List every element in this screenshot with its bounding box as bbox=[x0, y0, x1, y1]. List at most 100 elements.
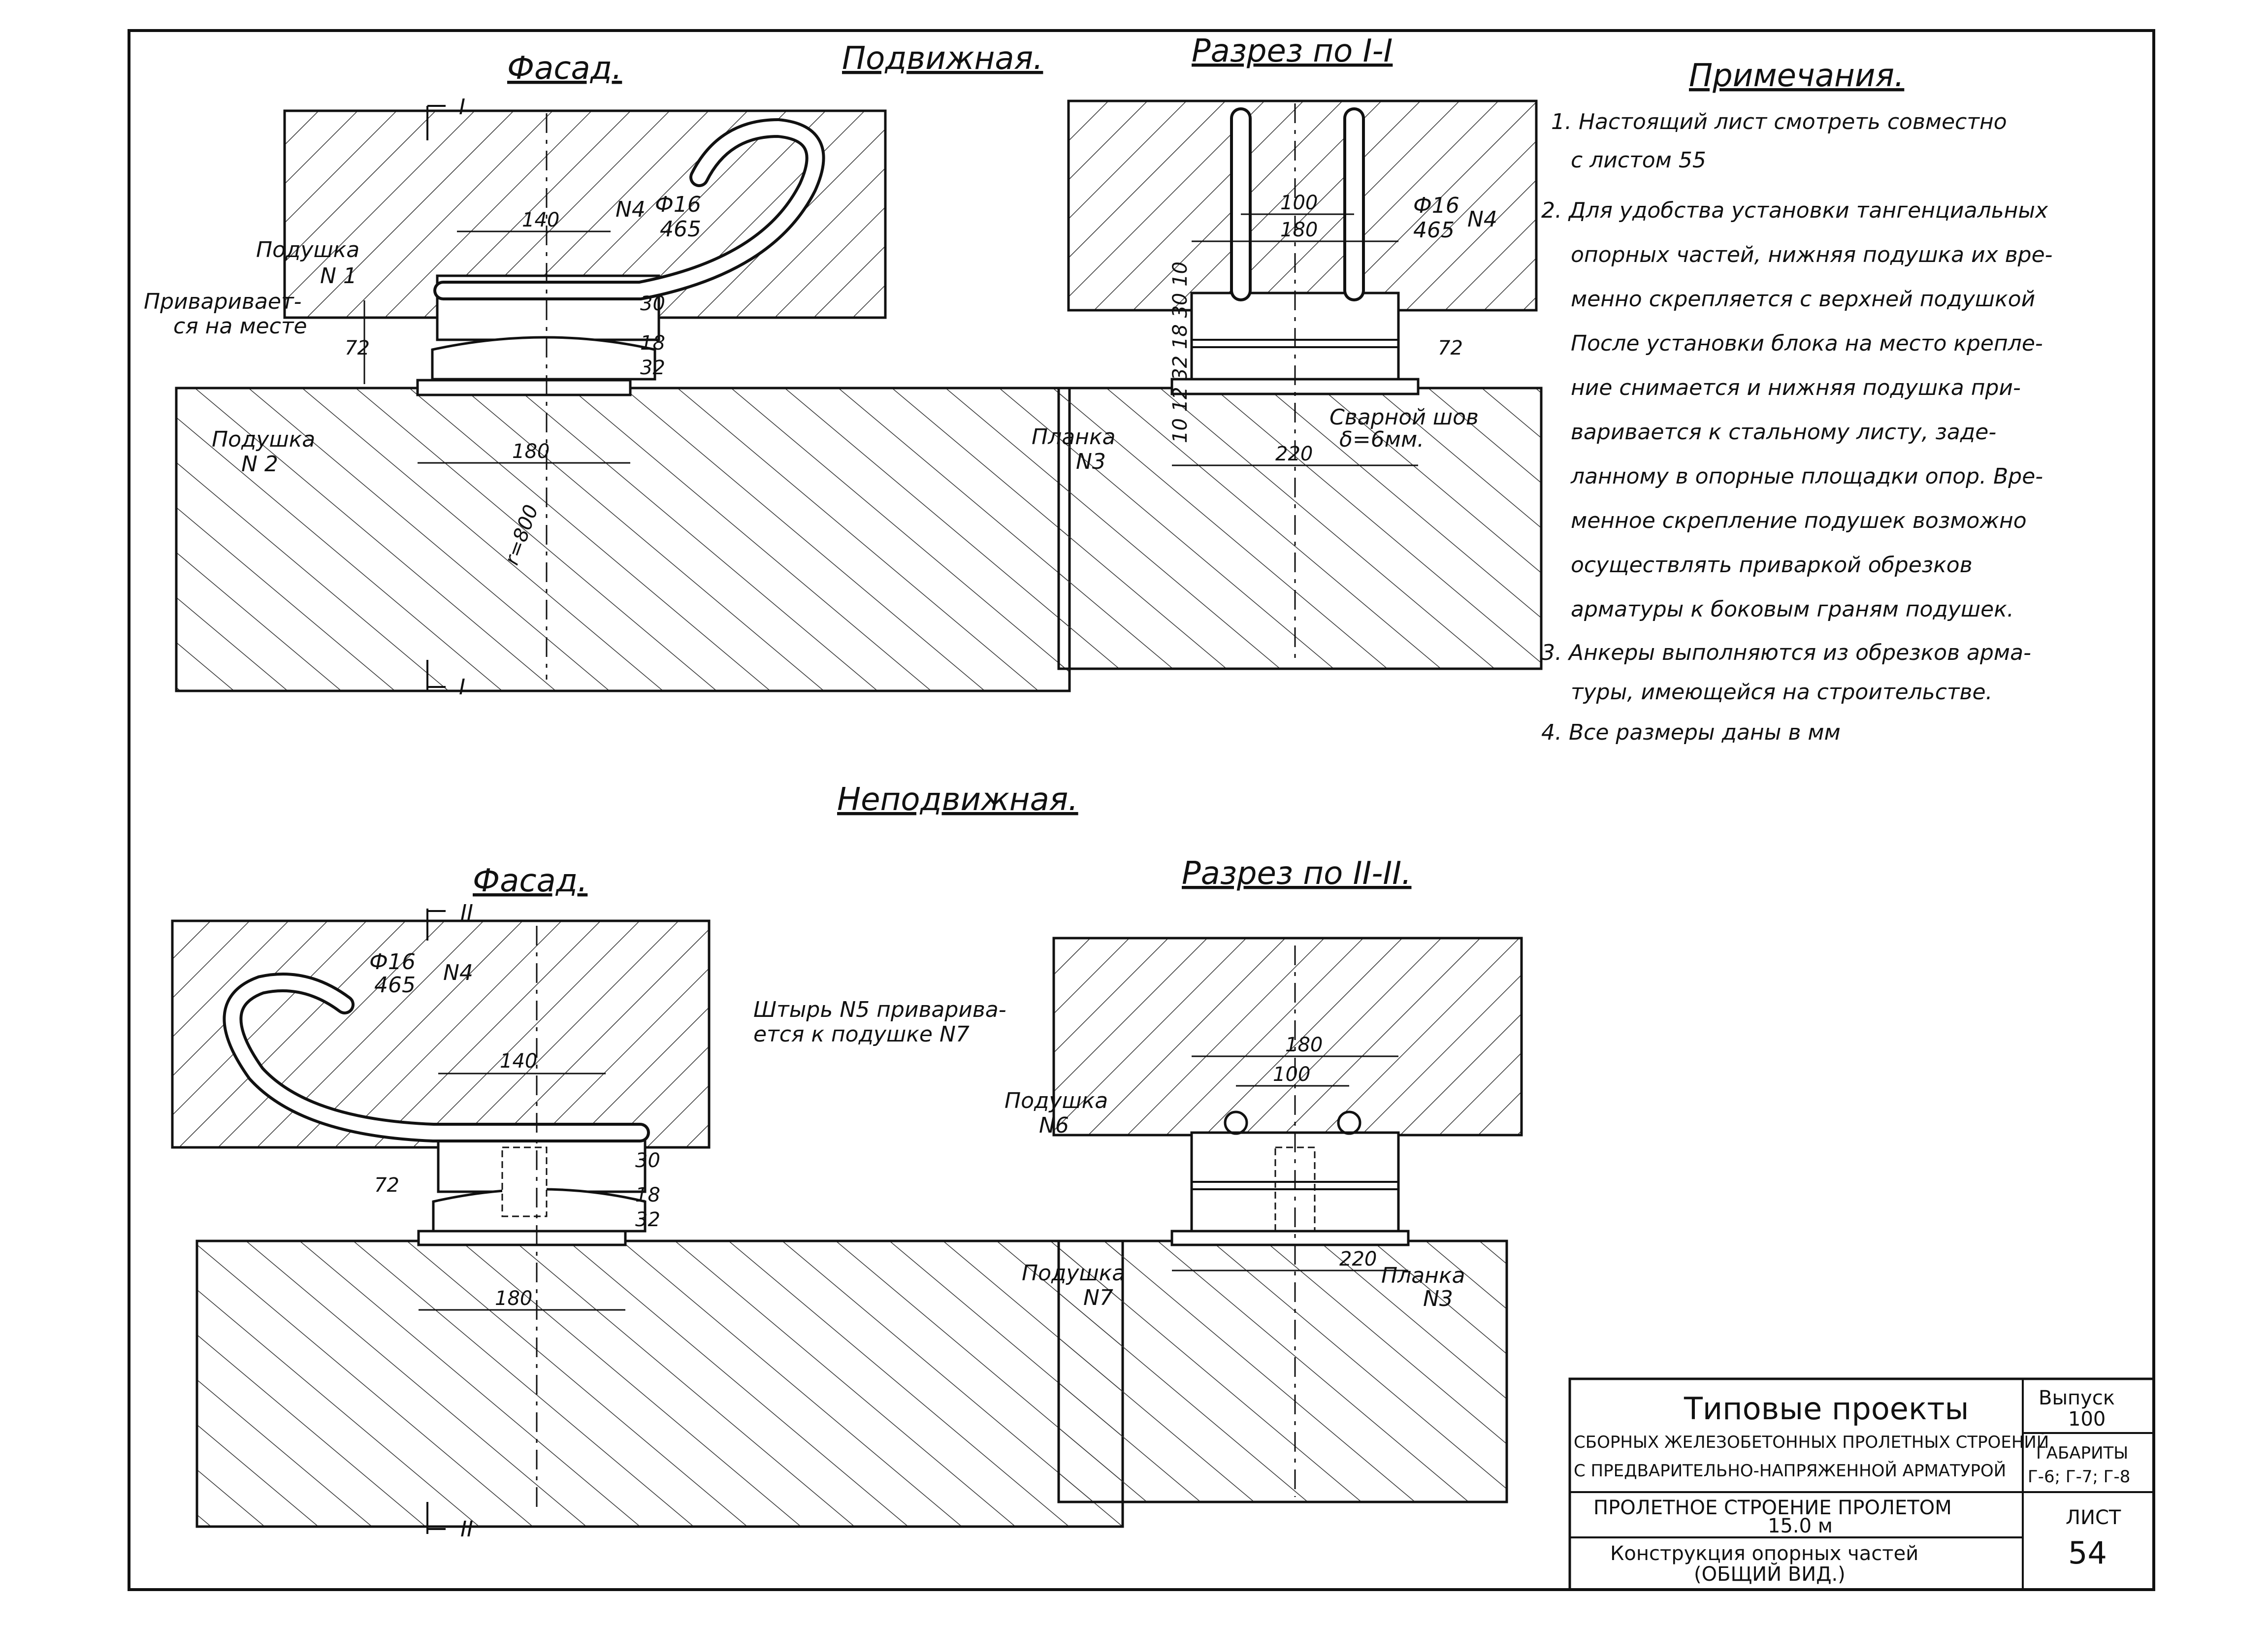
label-plate-no-s1: N3 bbox=[1076, 449, 1106, 474]
label-bar-len-s1: 465 bbox=[1413, 218, 1455, 243]
note-line-3: 2. Для удобства установки тангенциальных bbox=[1541, 198, 2048, 223]
label-pad-1: Подушка bbox=[256, 237, 359, 262]
label-pad-2-no: N 2 bbox=[241, 452, 278, 477]
cut-mark-2-bottom: II bbox=[460, 1517, 473, 1542]
dim-30-bottom: 30 bbox=[635, 1149, 660, 1172]
lower-pad bbox=[431, 336, 656, 381]
note-line-8: варивается к стальному листу, заде- bbox=[1571, 420, 1996, 445]
facade-fixed: II II 140 180 72 30 18 32 Ф16 465 N4 Шты… bbox=[171, 900, 1124, 1542]
note-line-6: После установки блока на место крепле- bbox=[1571, 331, 2043, 356]
label-bar-len-top: 465 bbox=[660, 217, 701, 242]
dim-180-s2: 180 bbox=[1285, 1034, 1323, 1056]
label-pad-7: Подушка bbox=[1022, 1261, 1125, 1286]
dim-stack-s1: 10 12 32 18 30 10 bbox=[1169, 261, 1192, 443]
label-bar-dia-top: Ф16 bbox=[655, 192, 701, 217]
note-line-2: с листом 55 bbox=[1571, 148, 1706, 173]
dim-140-bottom: 140 bbox=[500, 1050, 537, 1073]
title-block: Типовые проекты СБОРНЫХ ЖЕЛЕЗОБЕТОННЫХ П… bbox=[1568, 1377, 2155, 1591]
dim-72-bottom: 72 bbox=[374, 1174, 399, 1197]
dim-32-top: 32 bbox=[640, 357, 665, 379]
label-plate-s2: Планка bbox=[1381, 1263, 1465, 1288]
section-1-view: 100 180 220 72 10 12 32 18 30 10 Ф16 N4 … bbox=[1032, 99, 1543, 670]
tb-subtitle-2: С ПРЕДВАРИТЕЛЬНО-НАПРЯЖЕННОЙ АРМАТУРОЙ bbox=[1574, 1461, 2006, 1481]
label-pin-2: ется к подушке N7 bbox=[753, 1022, 970, 1047]
label-pad-7-no: N7 bbox=[1083, 1285, 1113, 1310]
tb-title: Типовые проекты bbox=[1684, 1391, 1969, 1427]
note-line-11: осуществлять приваркой обрезков bbox=[1571, 553, 1973, 578]
facade-movable: I I 140 180 72 30 18 32 r=800 Подушка N … bbox=[144, 95, 1071, 700]
anchor-right-s2 bbox=[1337, 1110, 1361, 1135]
cut-mark-2-top: II bbox=[460, 900, 473, 925]
dim-180-s1: 180 bbox=[1280, 219, 1318, 241]
dim-32-bottom: 32 bbox=[635, 1208, 660, 1231]
tb-gauge-value: Г-6; Г-7; Г-8 bbox=[2028, 1467, 2130, 1487]
title-fixed: Неподвижная. bbox=[837, 782, 1078, 818]
label-pin: Штырь N5 приварива- bbox=[753, 997, 1006, 1022]
label-weld-seam: Сварной шов bbox=[1329, 405, 1479, 430]
cut-mark-1-top: I bbox=[459, 95, 465, 120]
note-line-15: 4. Все размеры даны в мм bbox=[1541, 720, 1841, 745]
dim-100-s1: 100 bbox=[1280, 192, 1318, 214]
dim-18-top: 18 bbox=[640, 332, 665, 355]
cut-mark-1-bottom: I bbox=[459, 675, 465, 700]
tb-sheet-name-2: (ОБЩИЙ ВИД.) bbox=[1694, 1562, 1846, 1586]
label-bar-n4-s1: N4 bbox=[1467, 207, 1497, 232]
section-2-view: 180 100 220 Подушка N6 Подушка N7 Планка… bbox=[1004, 937, 1523, 1503]
note-line-10: менное скрепление подушек возможно bbox=[1571, 508, 2027, 533]
tb-sheet-name-1: Конструкция опорных частей bbox=[1610, 1542, 1918, 1565]
tb-subtitle-1: СБОРНЫХ ЖЕЛЕЗОБЕТОННЫХ ПРОЛЕТНЫХ СТРОЕНИ… bbox=[1574, 1432, 2049, 1452]
label-pad-6: Подушка bbox=[1004, 1088, 1108, 1113]
label-plate-s1: Планка bbox=[1032, 424, 1115, 450]
dim-72-top: 72 bbox=[345, 337, 370, 359]
label-pad-1-no: N 1 bbox=[320, 263, 357, 289]
label-bar-n4: N4 bbox=[616, 197, 646, 222]
label-weld-place: Приваривает- bbox=[144, 289, 302, 314]
dim-18-bottom: 18 bbox=[635, 1184, 660, 1206]
label-pad-2: Подушка bbox=[212, 427, 315, 452]
base-plate-fixed bbox=[417, 1230, 627, 1246]
label-bar-dia-bottom: Ф16 bbox=[369, 949, 416, 975]
note-line-1: 1. Настоящий лист смотреть совместно bbox=[1551, 109, 2007, 134]
note-line-14: туры, имеющейся на строительстве. bbox=[1571, 680, 1993, 705]
beam-section-2 bbox=[1052, 937, 1523, 1137]
note-line-13: 3. Анкеры выполняются из обрезков арма- bbox=[1541, 640, 2031, 665]
label-bar-n4-bottom: N4 bbox=[443, 960, 473, 985]
label-weld-seam-size: δ=6мм. bbox=[1339, 427, 1424, 452]
base-plate-section-2 bbox=[1170, 1230, 1410, 1246]
tb-span-2: 15.0 м bbox=[1768, 1515, 1833, 1537]
dim-180-bottom: 180 bbox=[495, 1287, 532, 1310]
note-line-9: ланному в опорные площадки опор. Вре- bbox=[1570, 464, 2043, 489]
label-weld-place-2: ся на месте bbox=[173, 314, 307, 339]
pier-top-left bbox=[175, 387, 1071, 692]
title-facade-bottom: Фасад. bbox=[473, 863, 587, 899]
dim-30-top: 30 bbox=[640, 293, 665, 315]
tb-issue-label: Выпуск bbox=[2039, 1387, 2115, 1409]
tb-span-1: ПРОЛЕТНОЕ СТРОЕНИЕ ПРОЛЕТОМ bbox=[1593, 1497, 1952, 1519]
note-line-7: ние снимается и нижняя подушка при- bbox=[1571, 375, 2021, 400]
label-bar-len-bottom: 465 bbox=[374, 973, 416, 998]
note-line-12: арматуры к боковым граням подушек. bbox=[1571, 597, 2014, 622]
title-section-1: Разрез по I-I bbox=[1192, 33, 1393, 69]
notes-block: Примечания. 1. Настоящий лист смотреть с… bbox=[1541, 58, 2053, 745]
tb-sheet-value: 54 bbox=[2068, 1535, 2107, 1571]
pier-bottom-left bbox=[195, 1239, 1124, 1528]
tb-sheet-label: ЛИСТ bbox=[2066, 1506, 2121, 1529]
beam-section-1 bbox=[1067, 99, 1538, 312]
anchor-left-s2 bbox=[1224, 1110, 1248, 1135]
pin-n5-section bbox=[1274, 1146, 1316, 1232]
note-line-5: менно скрепляется с верхней подушкой bbox=[1571, 287, 2035, 312]
dim-220-s1: 220 bbox=[1275, 443, 1313, 465]
base-plate bbox=[416, 379, 632, 396]
dim-100-s2: 100 bbox=[1273, 1063, 1310, 1086]
notes-title: Примечания. bbox=[1689, 58, 1904, 94]
dim-180-top: 180 bbox=[512, 440, 550, 463]
label-pad-6-no: N6 bbox=[1039, 1113, 1069, 1138]
title-section-2: Разрез по II-II. bbox=[1182, 855, 1412, 892]
pier-section-2 bbox=[1057, 1239, 1508, 1503]
pin-n5 bbox=[501, 1146, 548, 1217]
label-plate-no-s2: N3 bbox=[1423, 1286, 1453, 1311]
tb-issue-value: 100 bbox=[2068, 1408, 2106, 1431]
title-movable: Подвижная. bbox=[842, 40, 1043, 77]
dim-220-s2: 220 bbox=[1339, 1248, 1377, 1271]
